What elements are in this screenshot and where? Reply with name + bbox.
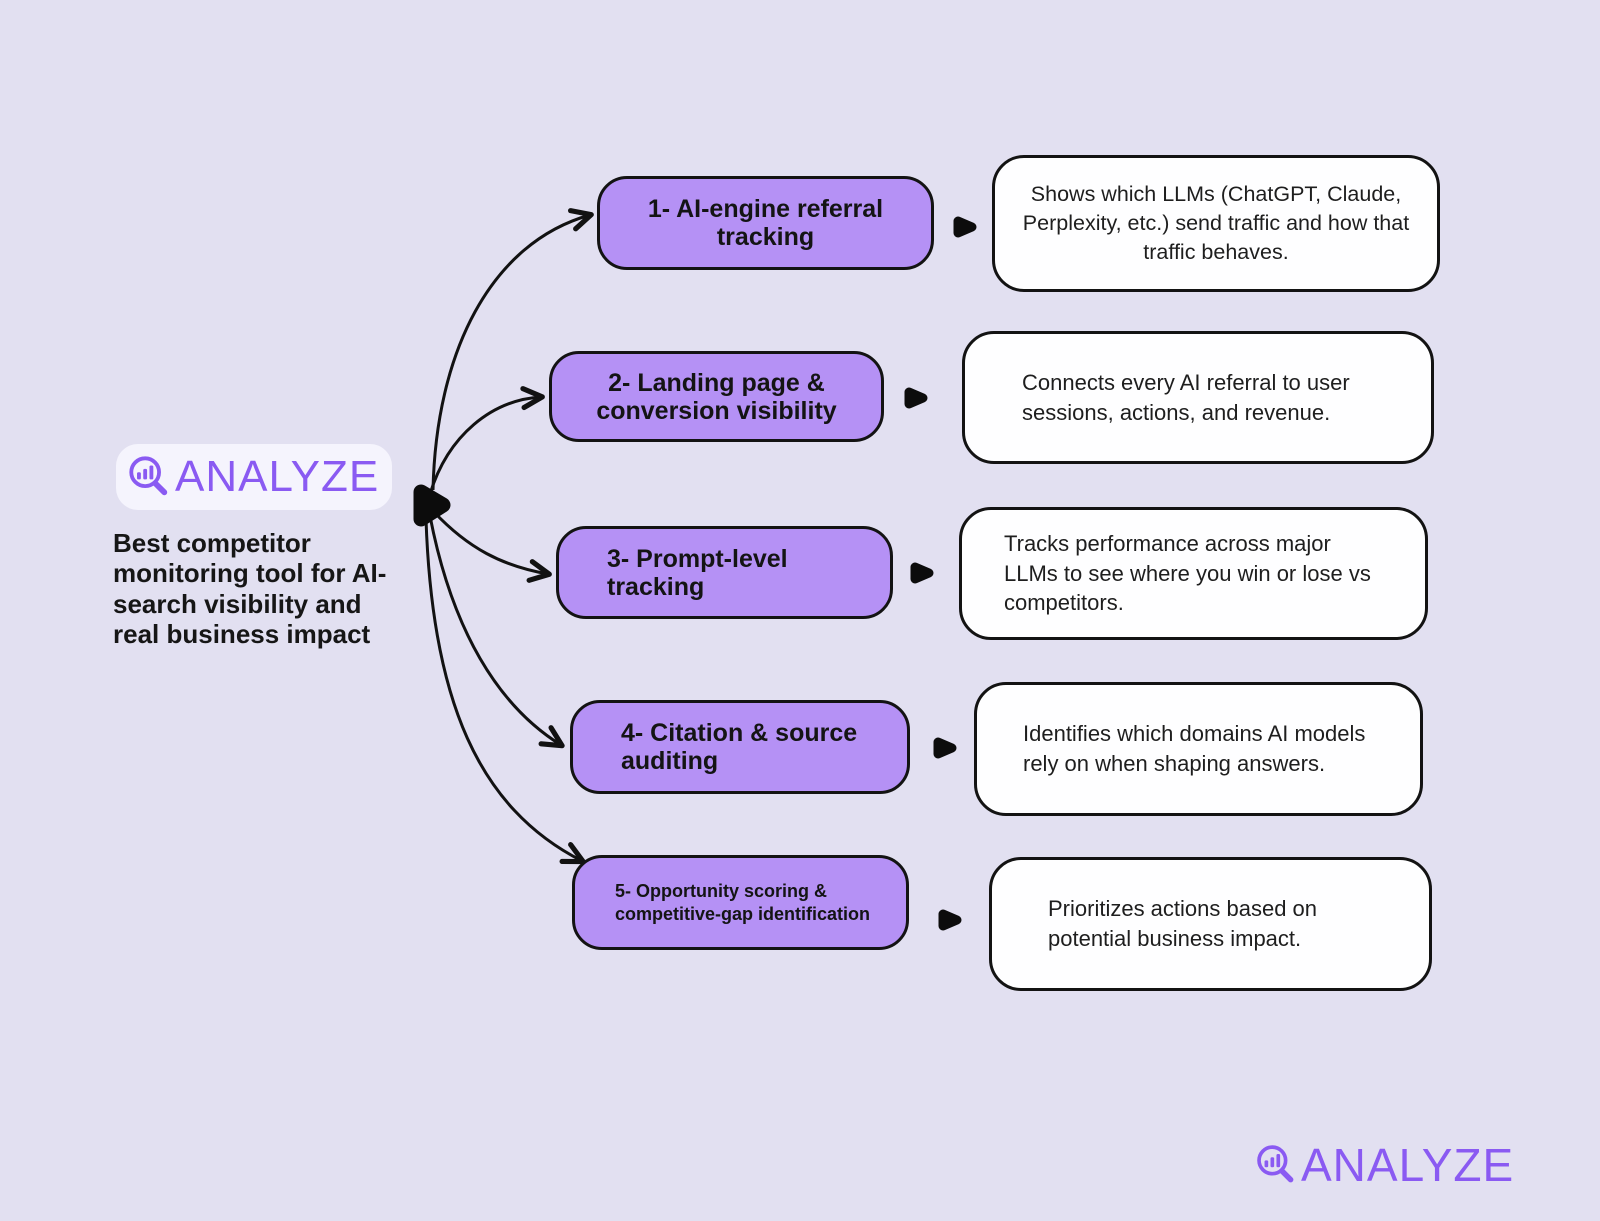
brand-logo: ANALYZE: [116, 444, 392, 510]
description-card-1: Shows which LLMs (ChatGPT, Claude, Perpl…: [992, 155, 1440, 292]
node-3-prompt-level-tracking: 3- Prompt-level tracking: [556, 526, 893, 619]
description-card-3: Tracks performance across major LLMs to …: [959, 507, 1428, 640]
brand-logo-text: ANALYZE: [175, 452, 380, 501]
description-card-2: Connects every AI referral to user sessi…: [962, 331, 1434, 464]
node-5-opportunity-scoring-gap-identification: 5- Opportunity scoring & competitive-gap…: [572, 855, 909, 950]
magnifier-bar-chart-icon: [1257, 1145, 1294, 1183]
node-2-landing-page-conversion-visibility: 2- Landing page & conversion visibility: [549, 351, 884, 442]
description-card-4: Identifies which domains AI models rely …: [974, 682, 1423, 816]
node-4-citation-source-auditing: 4- Citation & source auditing: [570, 700, 910, 794]
node-1-ai-engine-referral-tracking: 1- AI-engine referral tracking: [597, 176, 934, 270]
footer-logo: ANALYZE: [1254, 1138, 1514, 1192]
magnifier-bar-chart-icon: [129, 456, 168, 496]
headline: Best competitor monitoring tool for AI-s…: [113, 528, 387, 650]
description-card-5: Prioritizes actions based on potential b…: [989, 857, 1432, 991]
footer-logo-text: ANALYZE: [1301, 1139, 1515, 1191]
hub-arrowhead: [413, 484, 451, 527]
brand-logo-row: ANALYZE: [126, 452, 379, 502]
